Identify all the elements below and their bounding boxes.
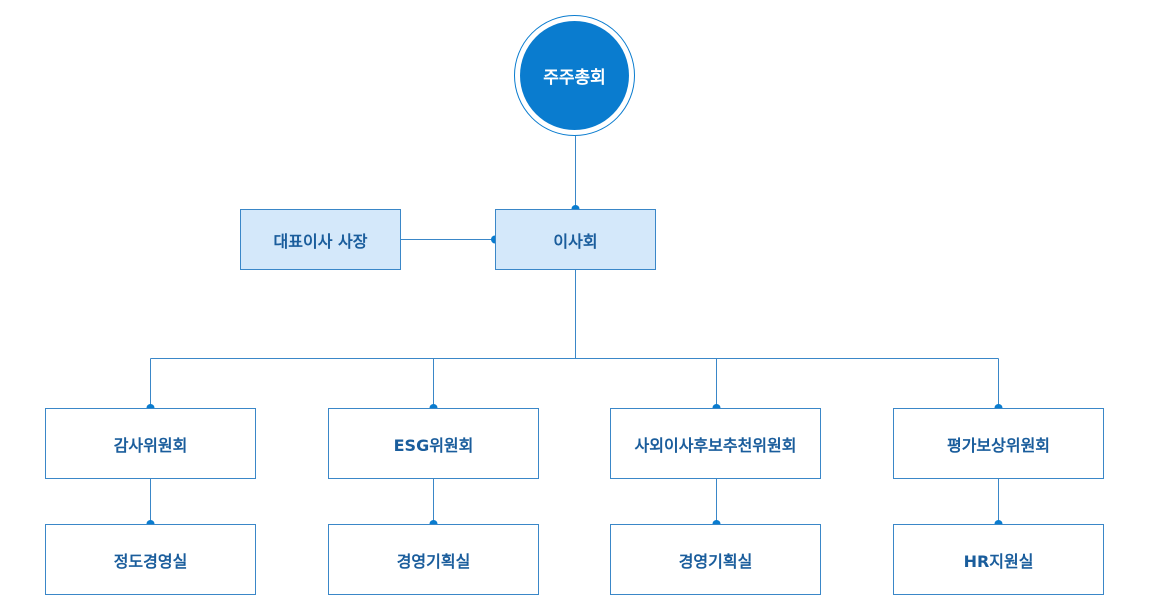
node-office-hr-support: HR지원실: [893, 524, 1104, 595]
node-office-management-planning: 경영기획실: [328, 524, 539, 595]
node-office-ethics-management: 정도경영실: [45, 524, 256, 595]
node-committee-esg: ESG위원회: [328, 408, 539, 479]
node-shareholders-meeting-label: 주주총회: [520, 21, 629, 130]
node-ceo: 대표이사 사장: [240, 209, 401, 270]
node-committee-audit: 감사위원회: [45, 408, 256, 479]
node-office-management-planning: 경영기획실: [610, 524, 821, 595]
node-committee-outside-director-nomination: 사외이사후보추천위원회: [610, 408, 821, 479]
node-committee-evaluation-compensation: 평가보상위원회: [893, 408, 1104, 479]
node-board-of-directors: 이사회: [495, 209, 656, 270]
node-shareholders-meeting: 주주총회: [514, 15, 635, 136]
